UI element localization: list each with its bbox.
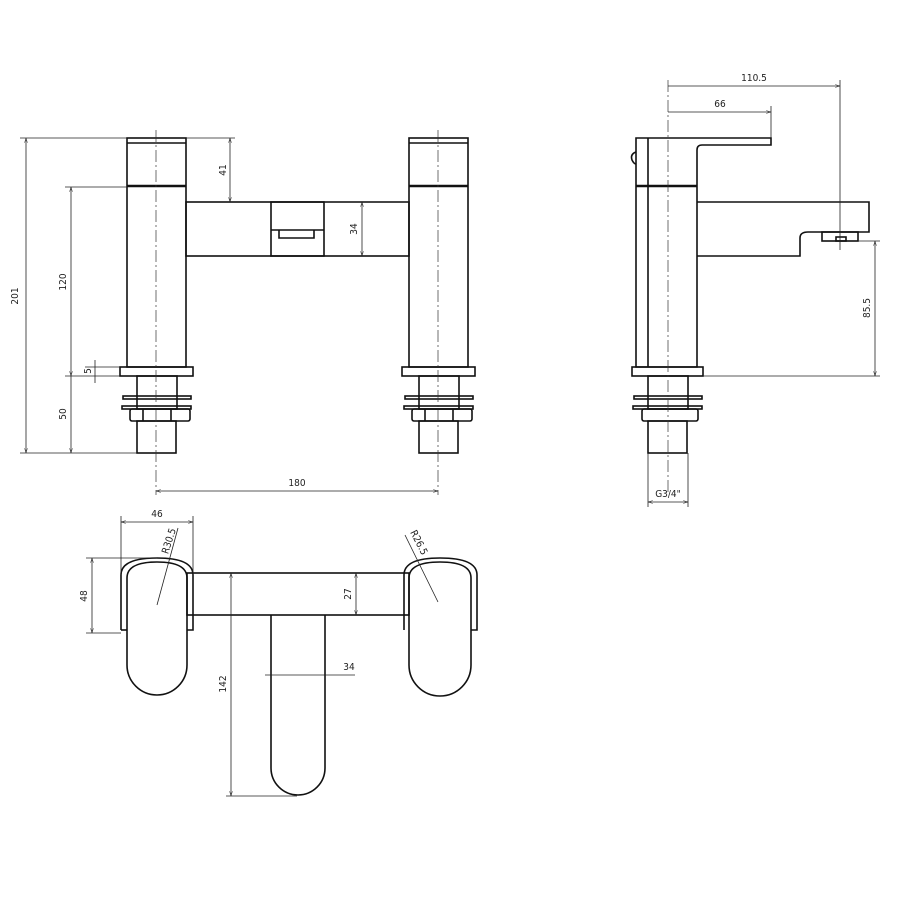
dim-flange: 5 — [83, 368, 94, 374]
front-view: 201 120 50 41 34 5 180 — [10, 130, 476, 495]
bridge-top — [186, 572, 410, 616]
dim-bridge-height: 34 — [349, 223, 360, 235]
dim-handle-width: 46 — [151, 509, 163, 520]
dim-centres: 180 — [288, 478, 305, 489]
spout-top — [270, 615, 326, 796]
front-dimensions: 201 120 50 41 34 5 180 — [10, 137, 438, 491]
dim-spout-projection: 142 — [218, 675, 229, 692]
top-dimensions: 46 48 142 27 34 R30.5 R26.5 — [79, 509, 439, 797]
dim-overall-height: 201 — [10, 287, 21, 304]
dim-bridge-depth: 27 — [343, 588, 354, 599]
side-view: 110.5 66 85.5 G3/4" — [630, 73, 880, 507]
dim-radius-right: R26.5 — [407, 529, 429, 557]
dim-handle-height: 41 — [218, 164, 229, 175]
dim-pillar-height: 120 — [58, 273, 69, 290]
left-handle — [120, 557, 194, 696]
dim-spout-height: 85.5 — [862, 298, 873, 318]
right-handle — [403, 557, 478, 697]
dim-spout-width: 34 — [343, 662, 355, 673]
left-pillar — [119, 130, 194, 495]
dim-thread: G3/4" — [655, 489, 681, 500]
right-pillar — [401, 130, 476, 495]
top-view: 46 48 142 27 34 R30.5 R26.5 — [79, 509, 478, 797]
side-dimensions: 110.5 66 85.5 G3/4" — [647, 73, 880, 507]
dim-shank: 50 — [58, 408, 69, 420]
dim-handle-depth: 48 — [79, 590, 90, 602]
dim-radius-left: R30.5 — [160, 527, 179, 555]
bridge-spout — [185, 201, 410, 257]
dim-spout-reach: 110.5 — [741, 73, 767, 84]
dim-handle-reach: 66 — [714, 99, 726, 110]
